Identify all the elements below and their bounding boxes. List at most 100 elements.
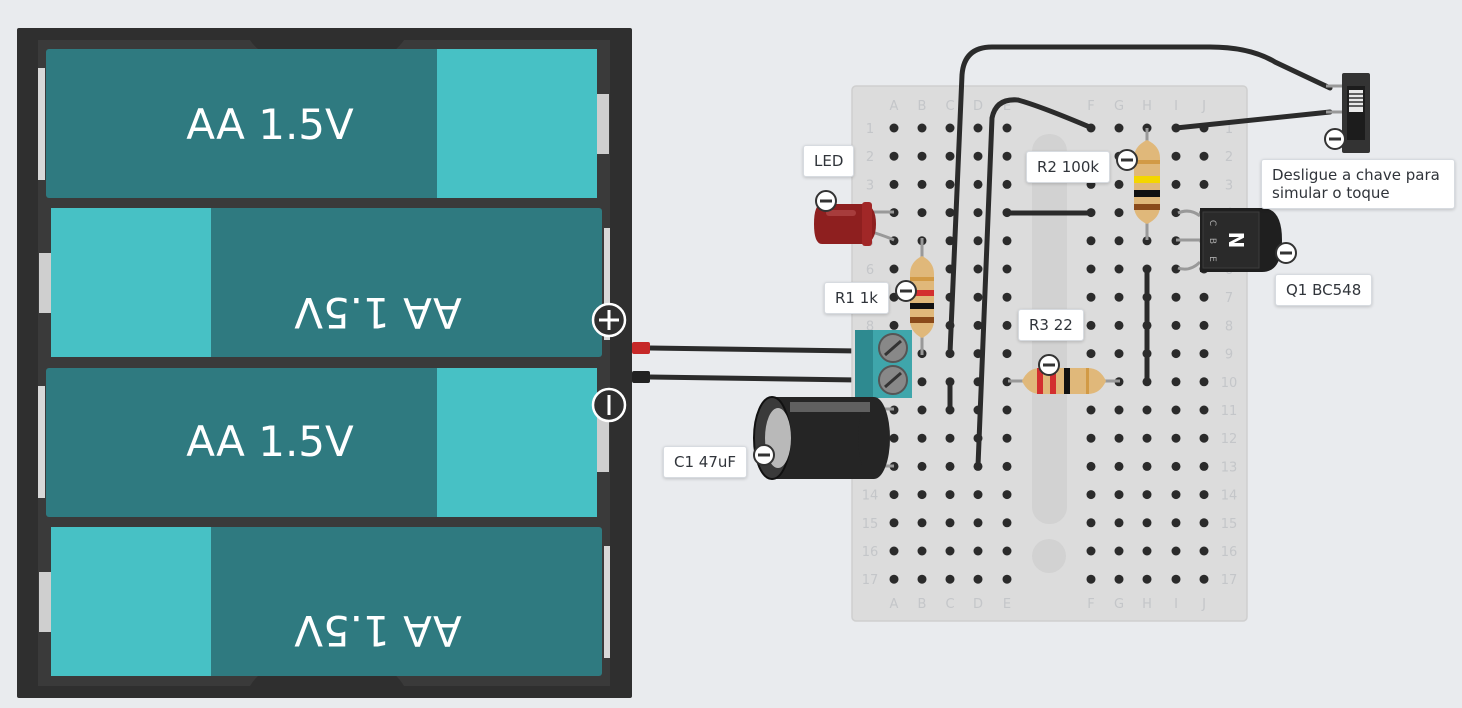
- breadboard-hole[interactable]: [973, 179, 983, 189]
- breadboard-hole[interactable]: [1086, 349, 1096, 359]
- breadboard-hole[interactable]: [1114, 264, 1124, 274]
- breadboard-hole[interactable]: [889, 320, 899, 330]
- breadboard-hole[interactable]: [1199, 490, 1209, 500]
- terminal-block[interactable]: [855, 330, 912, 398]
- breadboard-hole[interactable]: [1002, 574, 1012, 584]
- resistor-r3[interactable]: [1008, 368, 1120, 394]
- breadboard-hole[interactable]: [945, 123, 955, 133]
- q1-minus-icon[interactable]: [1275, 242, 1297, 264]
- breadboard-hole[interactable]: [1086, 320, 1096, 330]
- slide-switch[interactable]: [1326, 73, 1370, 153]
- breadboard-hole[interactable]: [1199, 179, 1209, 189]
- breadboard-hole[interactable]: [973, 264, 983, 274]
- breadboard-hole[interactable]: [945, 433, 955, 443]
- breadboard-hole[interactable]: [1199, 405, 1209, 415]
- capacitor-c1[interactable]: [753, 396, 894, 480]
- breadboard-hole[interactable]: [1086, 405, 1096, 415]
- breadboard-hole[interactable]: [917, 433, 927, 443]
- breadboard-hole[interactable]: [945, 179, 955, 189]
- breadboard-hole[interactable]: [1002, 349, 1012, 359]
- breadboard-hole[interactable]: [917, 151, 927, 161]
- breadboard-hole[interactable]: [1086, 236, 1096, 246]
- led-label[interactable]: LED: [803, 145, 855, 177]
- breadboard-hole[interactable]: [1199, 518, 1209, 528]
- breadboard-hole[interactable]: [945, 574, 955, 584]
- jumper-wires[interactable]: [947, 44, 1333, 469]
- breadboard-hole[interactable]: [1199, 349, 1209, 359]
- breadboard-hole[interactable]: [889, 264, 899, 274]
- breadboard-hole[interactable]: [973, 574, 983, 584]
- breadboard-hole[interactable]: [1114, 490, 1124, 500]
- breadboard-hole[interactable]: [1171, 349, 1181, 359]
- breadboard-hole[interactable]: [1002, 461, 1012, 471]
- breadboard-hole[interactable]: [1086, 518, 1096, 528]
- breadboard-hole[interactable]: [1114, 179, 1124, 189]
- breadboard-hole[interactable]: [917, 377, 927, 387]
- breadboard-hole[interactable]: [945, 546, 955, 556]
- breadboard-hole[interactable]: [945, 490, 955, 500]
- breadboard-hole[interactable]: [1171, 433, 1181, 443]
- breadboard-hole[interactable]: [917, 490, 927, 500]
- led-component[interactable]: [814, 202, 895, 246]
- breadboard-hole[interactable]: [889, 574, 899, 584]
- breadboard-hole[interactable]: [1114, 320, 1124, 330]
- breadboard-hole[interactable]: [1002, 264, 1012, 274]
- breadboard-hole[interactable]: [1002, 546, 1012, 556]
- breadboard-hole[interactable]: [1086, 264, 1096, 274]
- breadboard-hole[interactable]: [889, 179, 899, 189]
- q1-label[interactable]: Q1 BC548: [1275, 274, 1373, 306]
- breadboard-hole[interactable]: [917, 405, 927, 415]
- breadboard-hole[interactable]: [1114, 123, 1124, 133]
- breadboard-hole[interactable]: [1002, 123, 1012, 133]
- breadboard-hole[interactable]: [945, 461, 955, 471]
- transistor-q1[interactable]: N C B E: [1176, 208, 1282, 272]
- breadboard-hole[interactable]: [973, 292, 983, 302]
- breadboard-hole[interactable]: [1171, 208, 1181, 218]
- battery-pack[interactable]: AA 1.5V AA 1.5V AA 1.5V AA 1.5V: [17, 28, 650, 698]
- breadboard-hole[interactable]: [973, 546, 983, 556]
- breadboard-hole[interactable]: [1171, 461, 1181, 471]
- breadboard-holes[interactable]: [889, 123, 1209, 584]
- breadboard-hole[interactable]: [1002, 179, 1012, 189]
- breadboard-hole[interactable]: [917, 461, 927, 471]
- breadboard-hole[interactable]: [889, 123, 899, 133]
- breadboard-hole[interactable]: [1086, 490, 1096, 500]
- breadboard-hole[interactable]: [1002, 405, 1012, 415]
- breadboard-hole[interactable]: [1171, 151, 1181, 161]
- breadboard-hole[interactable]: [1199, 151, 1209, 161]
- breadboard-hole[interactable]: [917, 208, 927, 218]
- breadboard-hole[interactable]: [1002, 490, 1012, 500]
- breadboard-hole[interactable]: [1002, 320, 1012, 330]
- breadboard-hole[interactable]: [973, 320, 983, 330]
- breadboard-hole[interactable]: [945, 518, 955, 528]
- battery-wires[interactable]: [649, 345, 859, 383]
- breadboard-hole[interactable]: [1114, 236, 1124, 246]
- breadboard-hole[interactable]: [917, 574, 927, 584]
- switch-minus-icon[interactable]: [1324, 128, 1346, 150]
- breadboard-hole[interactable]: [1086, 546, 1096, 556]
- breadboard-hole[interactable]: [1142, 490, 1152, 500]
- breadboard-hole[interactable]: [1114, 518, 1124, 528]
- breadboard-hole[interactable]: [1114, 208, 1124, 218]
- r3-minus-icon[interactable]: [1038, 354, 1060, 376]
- breadboard-hole[interactable]: [973, 236, 983, 246]
- breadboard-hole[interactable]: [973, 151, 983, 161]
- breadboard-hole[interactable]: [1002, 292, 1012, 302]
- r1-minus-icon[interactable]: [895, 280, 917, 302]
- breadboard-hole[interactable]: [1086, 461, 1096, 471]
- breadboard-hole[interactable]: [973, 208, 983, 218]
- breadboard-hole[interactable]: [1002, 518, 1012, 528]
- breadboard-hole[interactable]: [1114, 405, 1124, 415]
- breadboard-hole[interactable]: [889, 518, 899, 528]
- breadboard-hole[interactable]: [1086, 433, 1096, 443]
- c1-minus-icon[interactable]: [753, 444, 775, 466]
- breadboard-hole[interactable]: [889, 151, 899, 161]
- breadboard-hole[interactable]: [1142, 236, 1152, 246]
- breadboard-hole[interactable]: [1114, 574, 1124, 584]
- breadboard-hole[interactable]: [1171, 179, 1181, 189]
- breadboard-hole[interactable]: [973, 490, 983, 500]
- breadboard-hole[interactable]: [1171, 518, 1181, 528]
- breadboard-hole[interactable]: [1199, 377, 1209, 387]
- breadboard-hole[interactable]: [1171, 264, 1181, 274]
